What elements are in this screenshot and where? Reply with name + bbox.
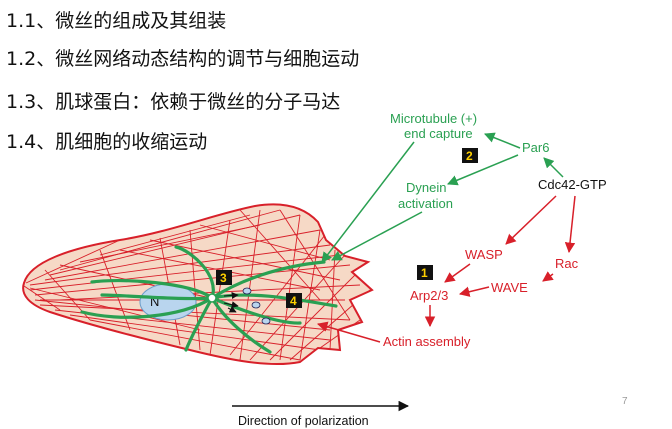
outline-item-3: 1.3、肌球蛋白：依赖于微丝的分子马达 (6, 91, 341, 113)
vesicle (261, 317, 271, 325)
svg-text:4: 4 (290, 294, 297, 308)
badge-2: 2 (462, 148, 478, 163)
centrosome (207, 293, 217, 303)
label-wave: WAVE (491, 280, 528, 295)
slide-number: 7 (622, 396, 628, 407)
label-par6: Par6 (522, 140, 549, 155)
badge-4: 4 (286, 293, 302, 308)
label-microtubule-capture: Microtubule (+) (390, 111, 477, 126)
label-microtubule-capture-2: end capture (404, 126, 473, 141)
outline-item-4: 1.4、肌细胞的收缩运动 (6, 131, 208, 153)
label-cdc42: Cdc42-GTP (538, 177, 607, 192)
transport-arrows (223, 291, 239, 313)
vesicle (242, 287, 252, 295)
outline-item-1: 1.1、微丝的组成及其组装 (6, 10, 227, 32)
label-actin-assembly: Actin assembly (383, 334, 471, 349)
green-arrows (321, 132, 564, 263)
label-wasp: WASP (465, 247, 503, 262)
outline-item-2: 1.2、微丝网络动态结构的调节与细胞运动 (6, 48, 360, 70)
label-dynein-activation: activation (398, 196, 453, 211)
cell-body (22, 203, 374, 366)
svg-text:3: 3 (220, 271, 227, 285)
badge-1: 1 (417, 265, 433, 280)
svg-text:2: 2 (466, 149, 473, 163)
label-direction-of-polarization: Direction of polarization (238, 414, 369, 428)
badge-3: 3 (216, 270, 232, 285)
label-rac: Rac (555, 256, 579, 271)
label-arp23: Arp2/3 (410, 288, 448, 303)
svg-text:1: 1 (421, 266, 428, 280)
label-dynein: Dynein (406, 180, 446, 195)
nucleus-label: N (150, 294, 159, 309)
vesicle (251, 301, 261, 309)
red-arrows (316, 195, 576, 343)
